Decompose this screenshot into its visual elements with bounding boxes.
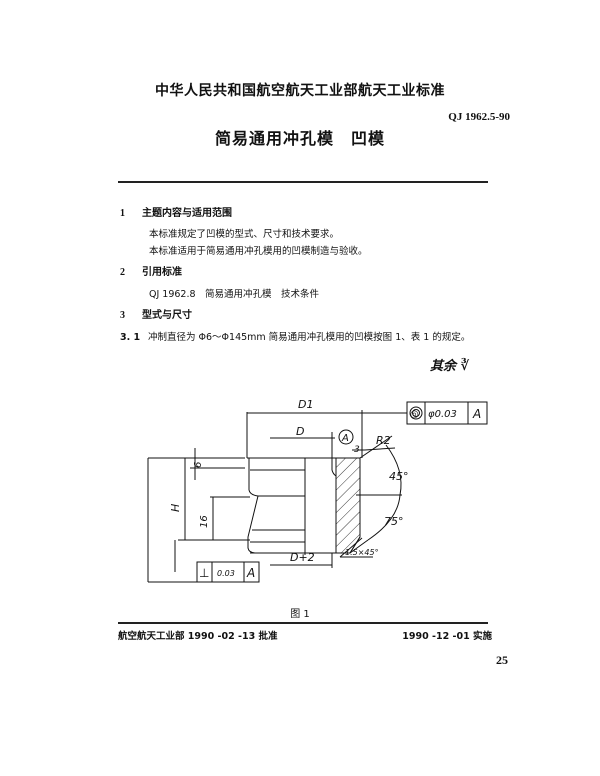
footer-divider <box>118 622 488 624</box>
dim-D1: D1 <box>298 398 313 411</box>
dim-R2: R2 <box>376 434 391 447</box>
dim-6: 6 <box>193 462 204 468</box>
angle-75: 75° <box>384 515 404 528</box>
standard-number: QJ 1962.5-90 <box>448 111 510 123</box>
section-title: 型式与尺寸 <box>142 310 192 321</box>
section-2-heading: 2 引用标准 <box>120 263 182 278</box>
perpendicularity-tolerance: 0.03 <box>217 569 235 578</box>
coaxiality-tolerance: φ0.03 <box>428 409 457 420</box>
surface-roughness-note: 其余 ∛ <box>430 359 470 374</box>
angle-45: 45° <box>389 470 409 483</box>
dim-3: 3 <box>354 445 360 455</box>
clause-text: 冲制直径为 Φ6～Φ145mm 简易通用冲孔模用的凹模按图 1、表 1 的规定。 <box>148 332 471 343</box>
section-1-paragraph-1: 本标准规定了凹模的型式、尺寸和技术要求。 <box>149 229 340 240</box>
page-number: 25 <box>496 653 508 667</box>
datum-A-label: A <box>341 433 349 444</box>
effective-date: 1990 -12 -01 实施 <box>402 631 492 642</box>
approval-info: 航空航天工业部 1990 -02 -13 批准 <box>118 631 278 642</box>
dim-D: D <box>296 425 304 438</box>
coaxiality-datum: A <box>472 407 481 421</box>
header-divider <box>118 181 488 183</box>
chamfer-label: 1.5×45° <box>345 548 379 557</box>
dim-16: 16 <box>199 515 210 528</box>
dim-H: H <box>169 504 182 512</box>
coaxiality-symbol: ◎ <box>410 409 419 420</box>
section-1-paragraph-2: 本标准适用于简易通用冲孔模用的凹模制造与验收。 <box>149 246 368 257</box>
dim-D-plus-2: D+2 <box>290 551 315 564</box>
section-title: 引用标准 <box>142 267 182 278</box>
section-title: 主题内容与适用范围 <box>142 208 232 219</box>
perpendicularity-datum: A <box>246 566 255 580</box>
section-3-heading: 3 型式与尺寸 <box>120 306 192 321</box>
perpendicularity-symbol: ⊥ <box>199 566 209 580</box>
clause-3-1: 3. 1 冲制直径为 Φ6～Φ145mm 简易通用冲孔模用的凹模按图 1、表 1 … <box>120 329 470 343</box>
section-number: 1 <box>120 208 125 219</box>
section-number: 3 <box>120 310 125 321</box>
section-number: 2 <box>120 267 125 278</box>
referenced-standard: QJ 1962.8 简易通用冲孔模 技术条件 <box>149 289 320 300</box>
document-title: 简易通用冲孔模 凹模 <box>214 129 385 148</box>
issuing-organization: 中华人民共和国航空航天工业部航天工业标准 <box>155 83 445 99</box>
figure-caption: 图 1 <box>290 609 310 620</box>
section-1-heading: 1 主题内容与适用范围 <box>120 204 232 219</box>
clause-number: 3. 1 <box>120 332 141 343</box>
